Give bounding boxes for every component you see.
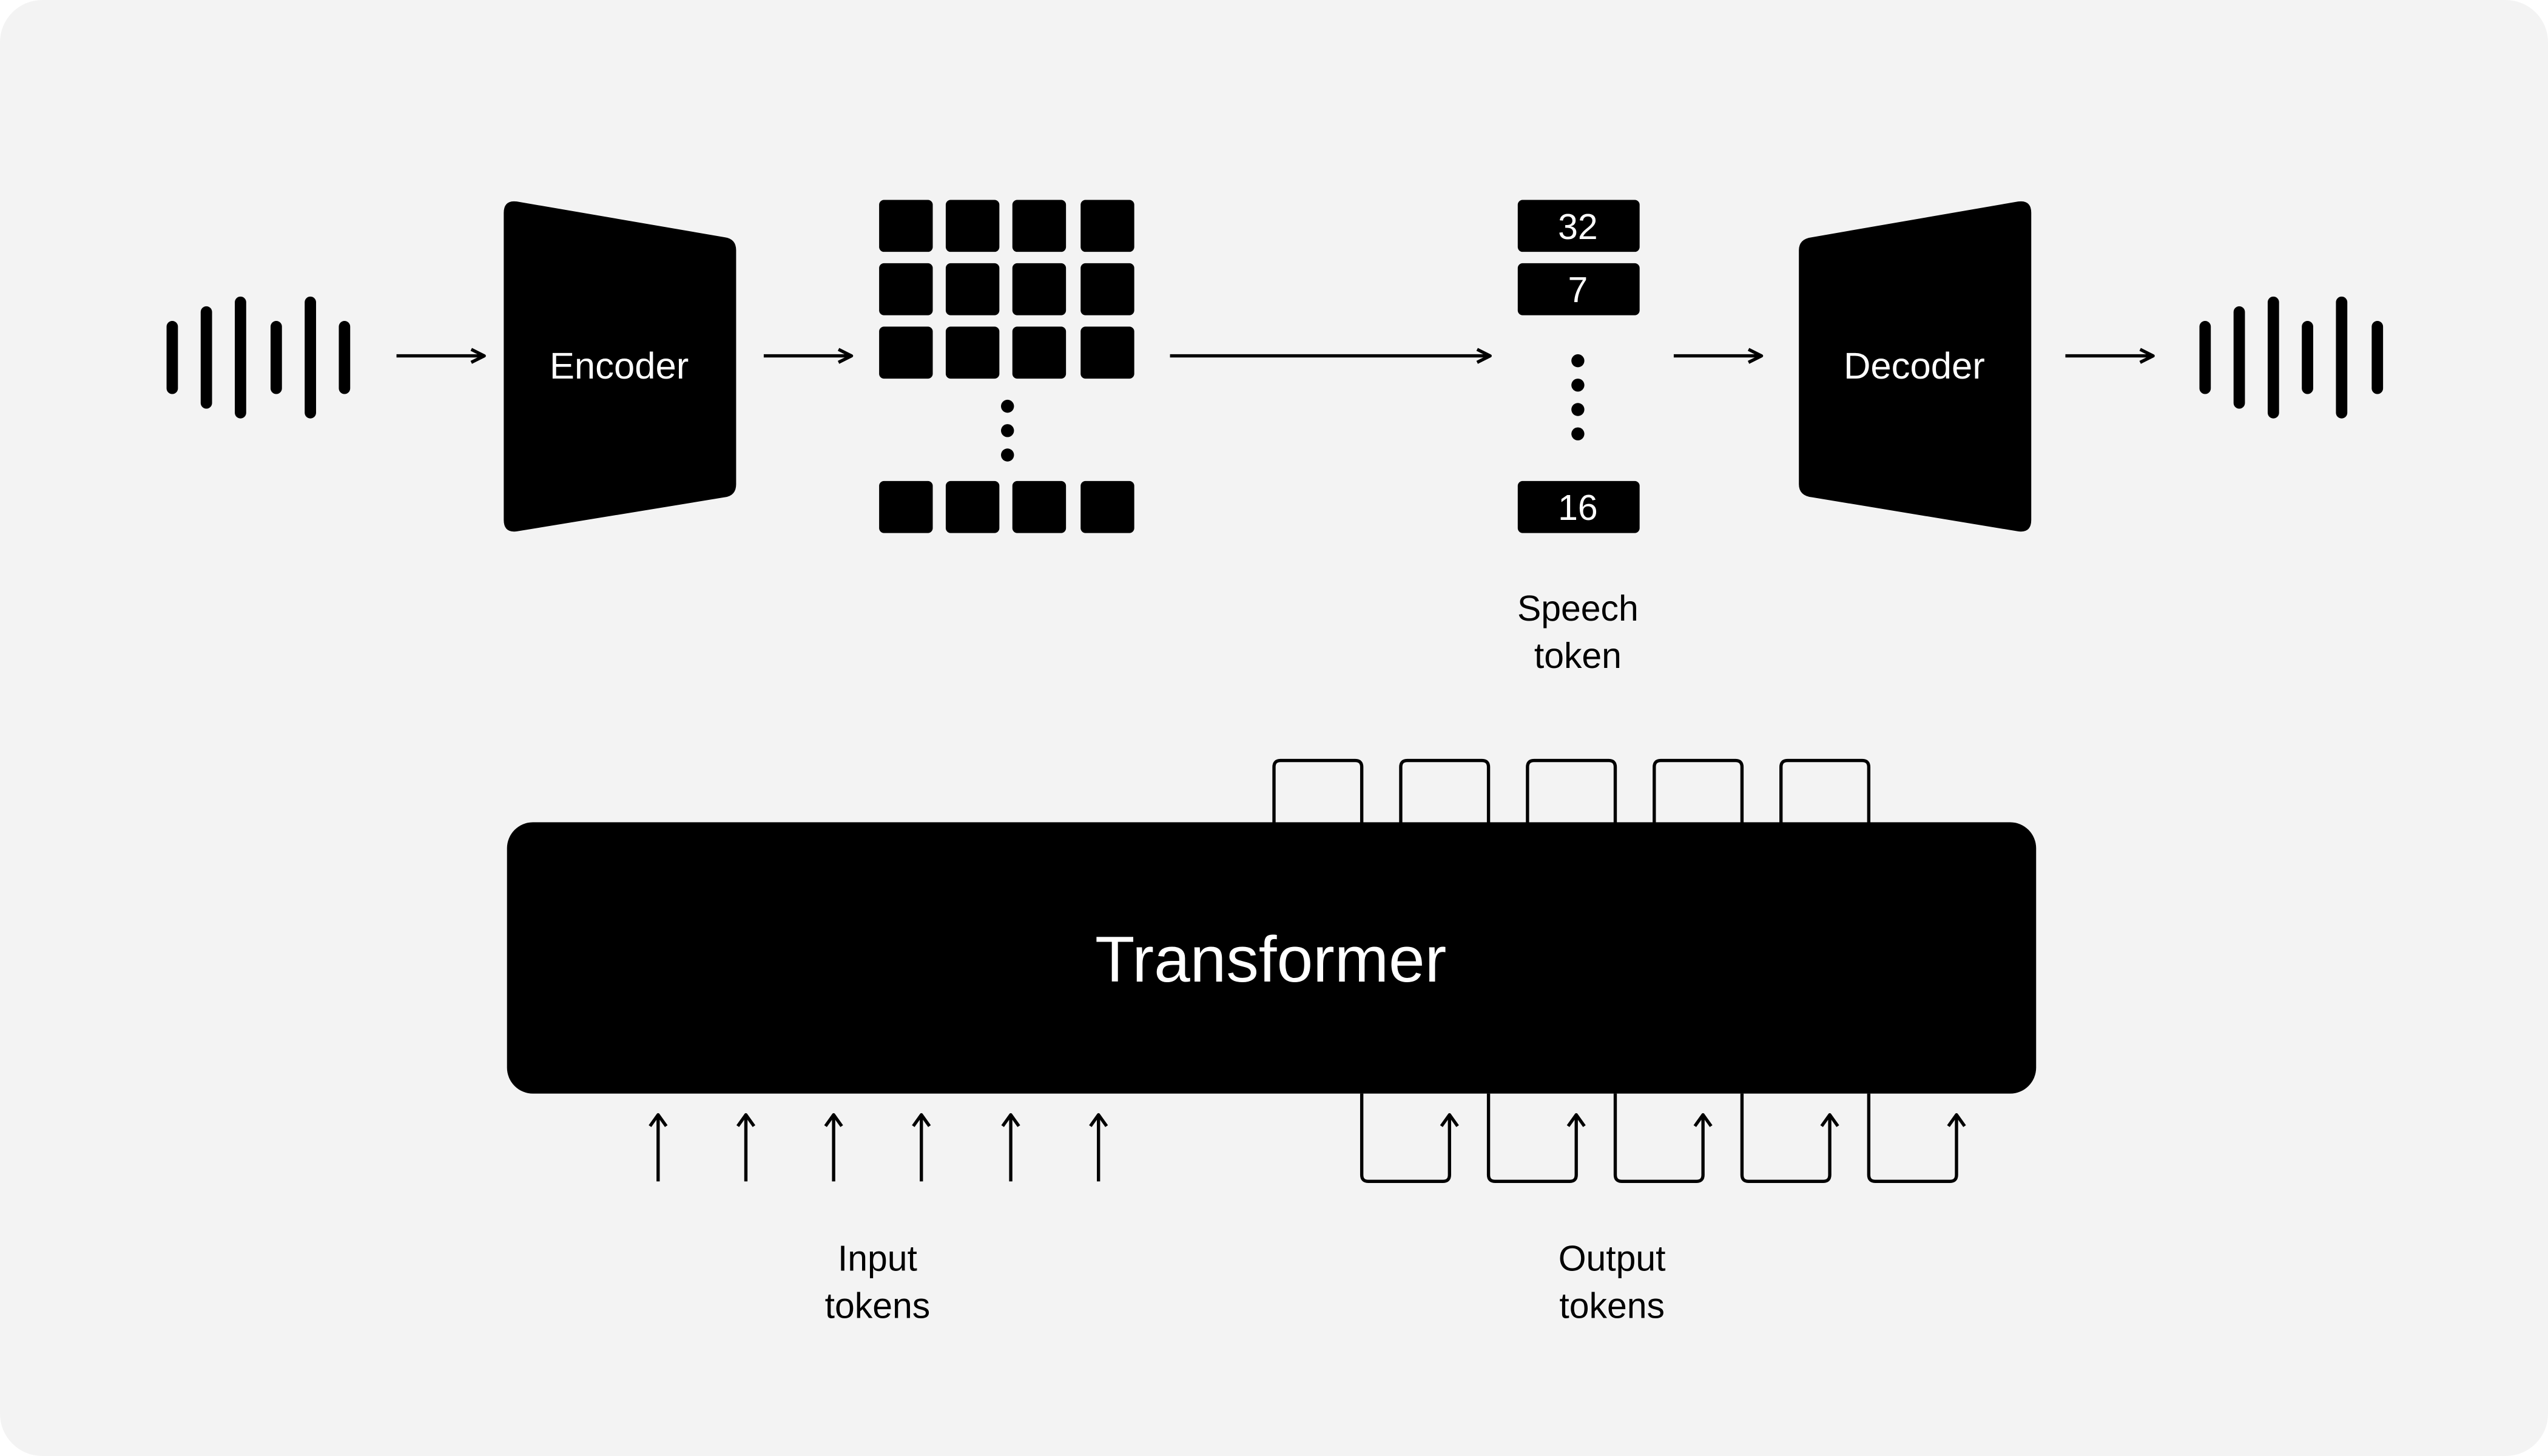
output-tokens-caption-line1: Output <box>1559 1239 1666 1279</box>
output-token-loop <box>1486 1093 1586 1183</box>
output-token-loop <box>1740 1093 1839 1183</box>
speech-token-1 <box>1517 200 1640 252</box>
feature-grid-icon <box>879 200 1134 533</box>
encoder-label: Encoder <box>550 345 689 387</box>
speech-token-3 <box>1517 480 1640 533</box>
speech-token-2-value: 7 <box>1568 271 1588 310</box>
ellipsis-dots <box>1571 354 1585 440</box>
speech-token-1-value: 32 <box>1558 207 1598 247</box>
output-token-loop <box>1613 1093 1713 1183</box>
speech-token-stack: 32 7 16 Speech token <box>1517 200 1640 676</box>
output-token-brackets-top <box>1272 758 1871 826</box>
speech-token-3-value: 16 <box>1558 488 1598 528</box>
decoder-label: Decoder <box>1844 345 1985 387</box>
output-token-loop <box>1360 1093 1459 1183</box>
input-waveform-icon <box>166 296 351 419</box>
input-tokens-caption-line1: Input <box>838 1239 917 1279</box>
speech-token-caption-line1: Speech <box>1517 589 1639 629</box>
output-waveform-icon <box>2199 296 2384 419</box>
transformer-label: Transformer <box>1095 923 1446 996</box>
input-tokens-caption-line2: tokens <box>825 1286 931 1326</box>
decoder-block: Decoder <box>1799 201 2032 532</box>
output-tokens-caption-line2: tokens <box>1559 1286 1665 1326</box>
speech-token-caption-line2: token <box>1534 636 1622 676</box>
encoder-block: Encoder <box>504 201 736 532</box>
input-token-arrows <box>649 1113 1108 1182</box>
transformer-block: Transformer <box>507 822 2037 1094</box>
speech-token-2 <box>1517 263 1640 315</box>
output-token-loops <box>1360 1093 1966 1183</box>
output-token-loop <box>1867 1093 1966 1183</box>
